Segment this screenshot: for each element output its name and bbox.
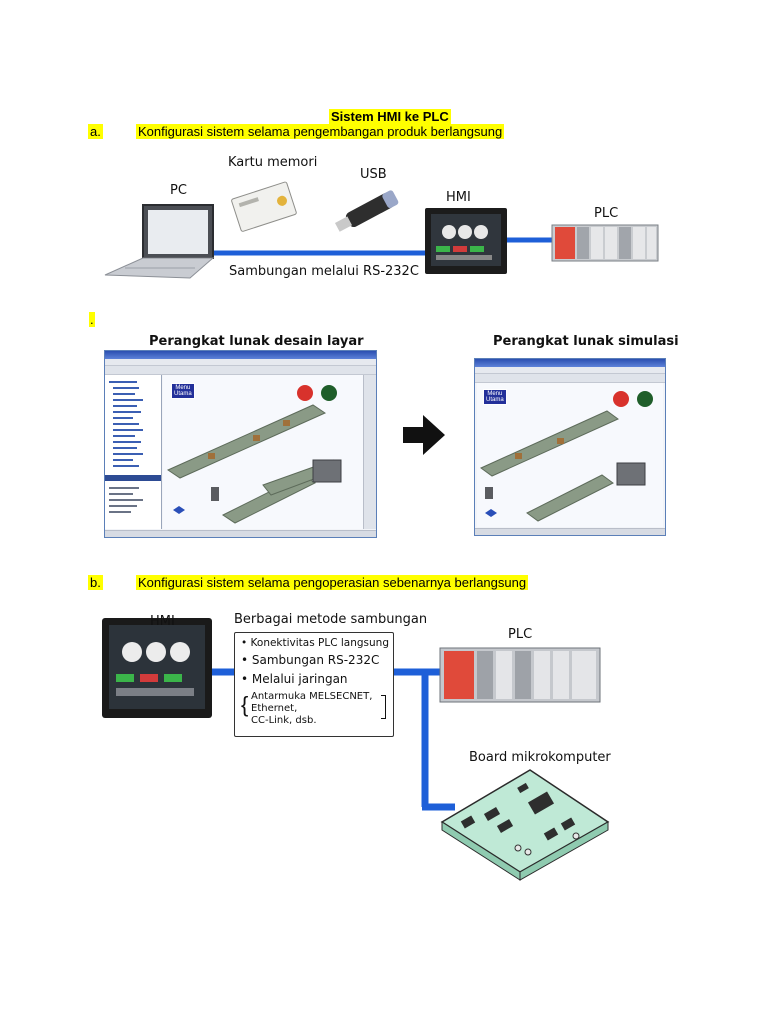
hmi-icon: [425, 208, 507, 274]
simulation-software-window: Menu Utama: [474, 358, 666, 536]
window-toolbar: [105, 366, 376, 375]
menu-utama-button[interactable]: Menu Utama: [483, 389, 507, 405]
method-item-direct: • Konektivitas PLC langsung: [241, 637, 390, 649]
network-type-2: Ethernet,: [251, 703, 298, 714]
window-statusbar: [475, 528, 665, 535]
simulation-canvas: Menu Utama: [477, 383, 663, 527]
method-item-network: • Melalui jaringan: [241, 672, 348, 686]
connection-methods-box: • Konektivitas PLC langsung • Sambungan …: [234, 632, 394, 737]
hmi-label: HMI: [446, 190, 471, 205]
usb-icon: [334, 190, 399, 232]
plc-icon: [551, 224, 659, 262]
microcomputer-board-icon: [440, 769, 610, 881]
hmi-icon: [102, 618, 212, 718]
diagram-b: [102, 618, 610, 881]
laptop-icon: [104, 204, 215, 279]
board-label: Board mikrokomputer: [469, 750, 611, 765]
plc-label-b: PLC: [508, 627, 533, 642]
section-a-letter: a.: [88, 124, 103, 139]
dot-marker: .: [89, 312, 95, 327]
memory-card-icon: [231, 181, 297, 232]
window-titlebar: [105, 351, 376, 359]
left-bracket: {: [241, 692, 249, 717]
window-toolbar: [475, 374, 665, 383]
plc-icon: [439, 647, 601, 703]
conveyor-scene: [166, 385, 342, 524]
tree-items: [105, 381, 161, 513]
design-software-label: Perangkat lunak desain layar: [149, 334, 364, 349]
section-b-letter: b.: [88, 575, 103, 590]
page-title: Sistem HMI ke PLC: [329, 109, 451, 124]
right-bracket: [381, 695, 386, 719]
window-statusbar: [105, 530, 376, 537]
hmi-label-b: HMI: [150, 614, 175, 629]
memory-card-label: Kartu memori: [228, 155, 318, 170]
conveyor-scene: [480, 391, 653, 522]
arrow-right-icon: [403, 415, 445, 455]
simulation-software-label: Perangkat lunak simulasi: [493, 334, 679, 349]
network-type-1: Antarmuka MELSECNET,: [251, 691, 373, 702]
design-software-window: Menu Utama: [104, 350, 377, 538]
diagram-a: [104, 181, 659, 279]
right-toolbar: [363, 375, 376, 529]
usb-label: USB: [360, 167, 387, 182]
section-a-heading: Konfigurasi sistem selama pengembangan p…: [136, 124, 505, 139]
network-type-3: CC-Link, dsb.: [251, 715, 317, 726]
project-tree-panel: [105, 375, 162, 529]
pc-label: PC: [170, 183, 187, 198]
plc-label: PLC: [594, 206, 619, 221]
connection-label: Sambungan melalui RS-232C: [229, 264, 419, 279]
window-menubar: [475, 367, 665, 374]
section-b-heading: Konfigurasi sistem selama pengoperasian …: [136, 575, 529, 590]
method-item-rs232c: • Sambungan RS-232C: [241, 653, 380, 667]
methods-title: Berbagai metode sambungan: [234, 612, 428, 627]
window-menubar: [105, 359, 376, 366]
window-titlebar: [475, 359, 665, 367]
menu-utama-button[interactable]: Menu Utama: [171, 383, 195, 399]
design-canvas: Menu Utama: [163, 375, 363, 529]
